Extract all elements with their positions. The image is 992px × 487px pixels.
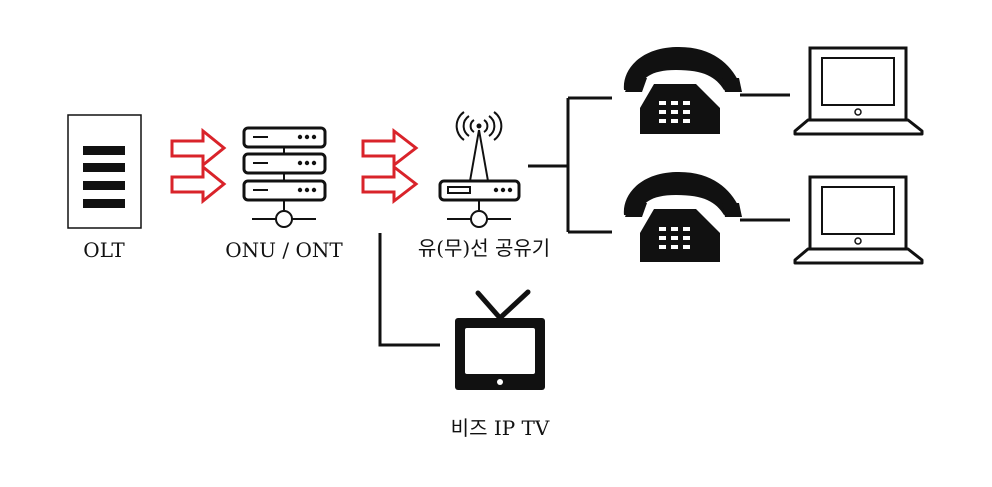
telephone-icon xyxy=(623,46,742,134)
onu-label: ONU / ONT xyxy=(225,238,343,262)
laptop-icon xyxy=(793,175,924,265)
arrow-olt-to-onu-bottom xyxy=(170,163,227,205)
tv-label: 비즈 IP TV xyxy=(450,416,550,440)
arrow-olt-to-onu-top xyxy=(170,127,227,169)
laptop-icon xyxy=(793,46,924,136)
arrow-onu-to-router-bottom xyxy=(361,163,419,205)
olt-label: OLT xyxy=(83,238,125,262)
wireless-router-icon xyxy=(438,111,521,228)
onu-ont-icon xyxy=(242,126,327,228)
olt-device-icon xyxy=(67,114,142,229)
onu-to-tv-connector xyxy=(378,233,440,347)
router-label: 유(무)선 공유기 xyxy=(417,236,551,260)
phone-to-laptop-connectors xyxy=(740,93,790,222)
telephone-icon xyxy=(623,171,742,262)
router-to-phones-connector xyxy=(528,96,612,234)
arrow-onu-to-router-top xyxy=(361,127,419,169)
ip-tv-icon xyxy=(455,289,545,390)
